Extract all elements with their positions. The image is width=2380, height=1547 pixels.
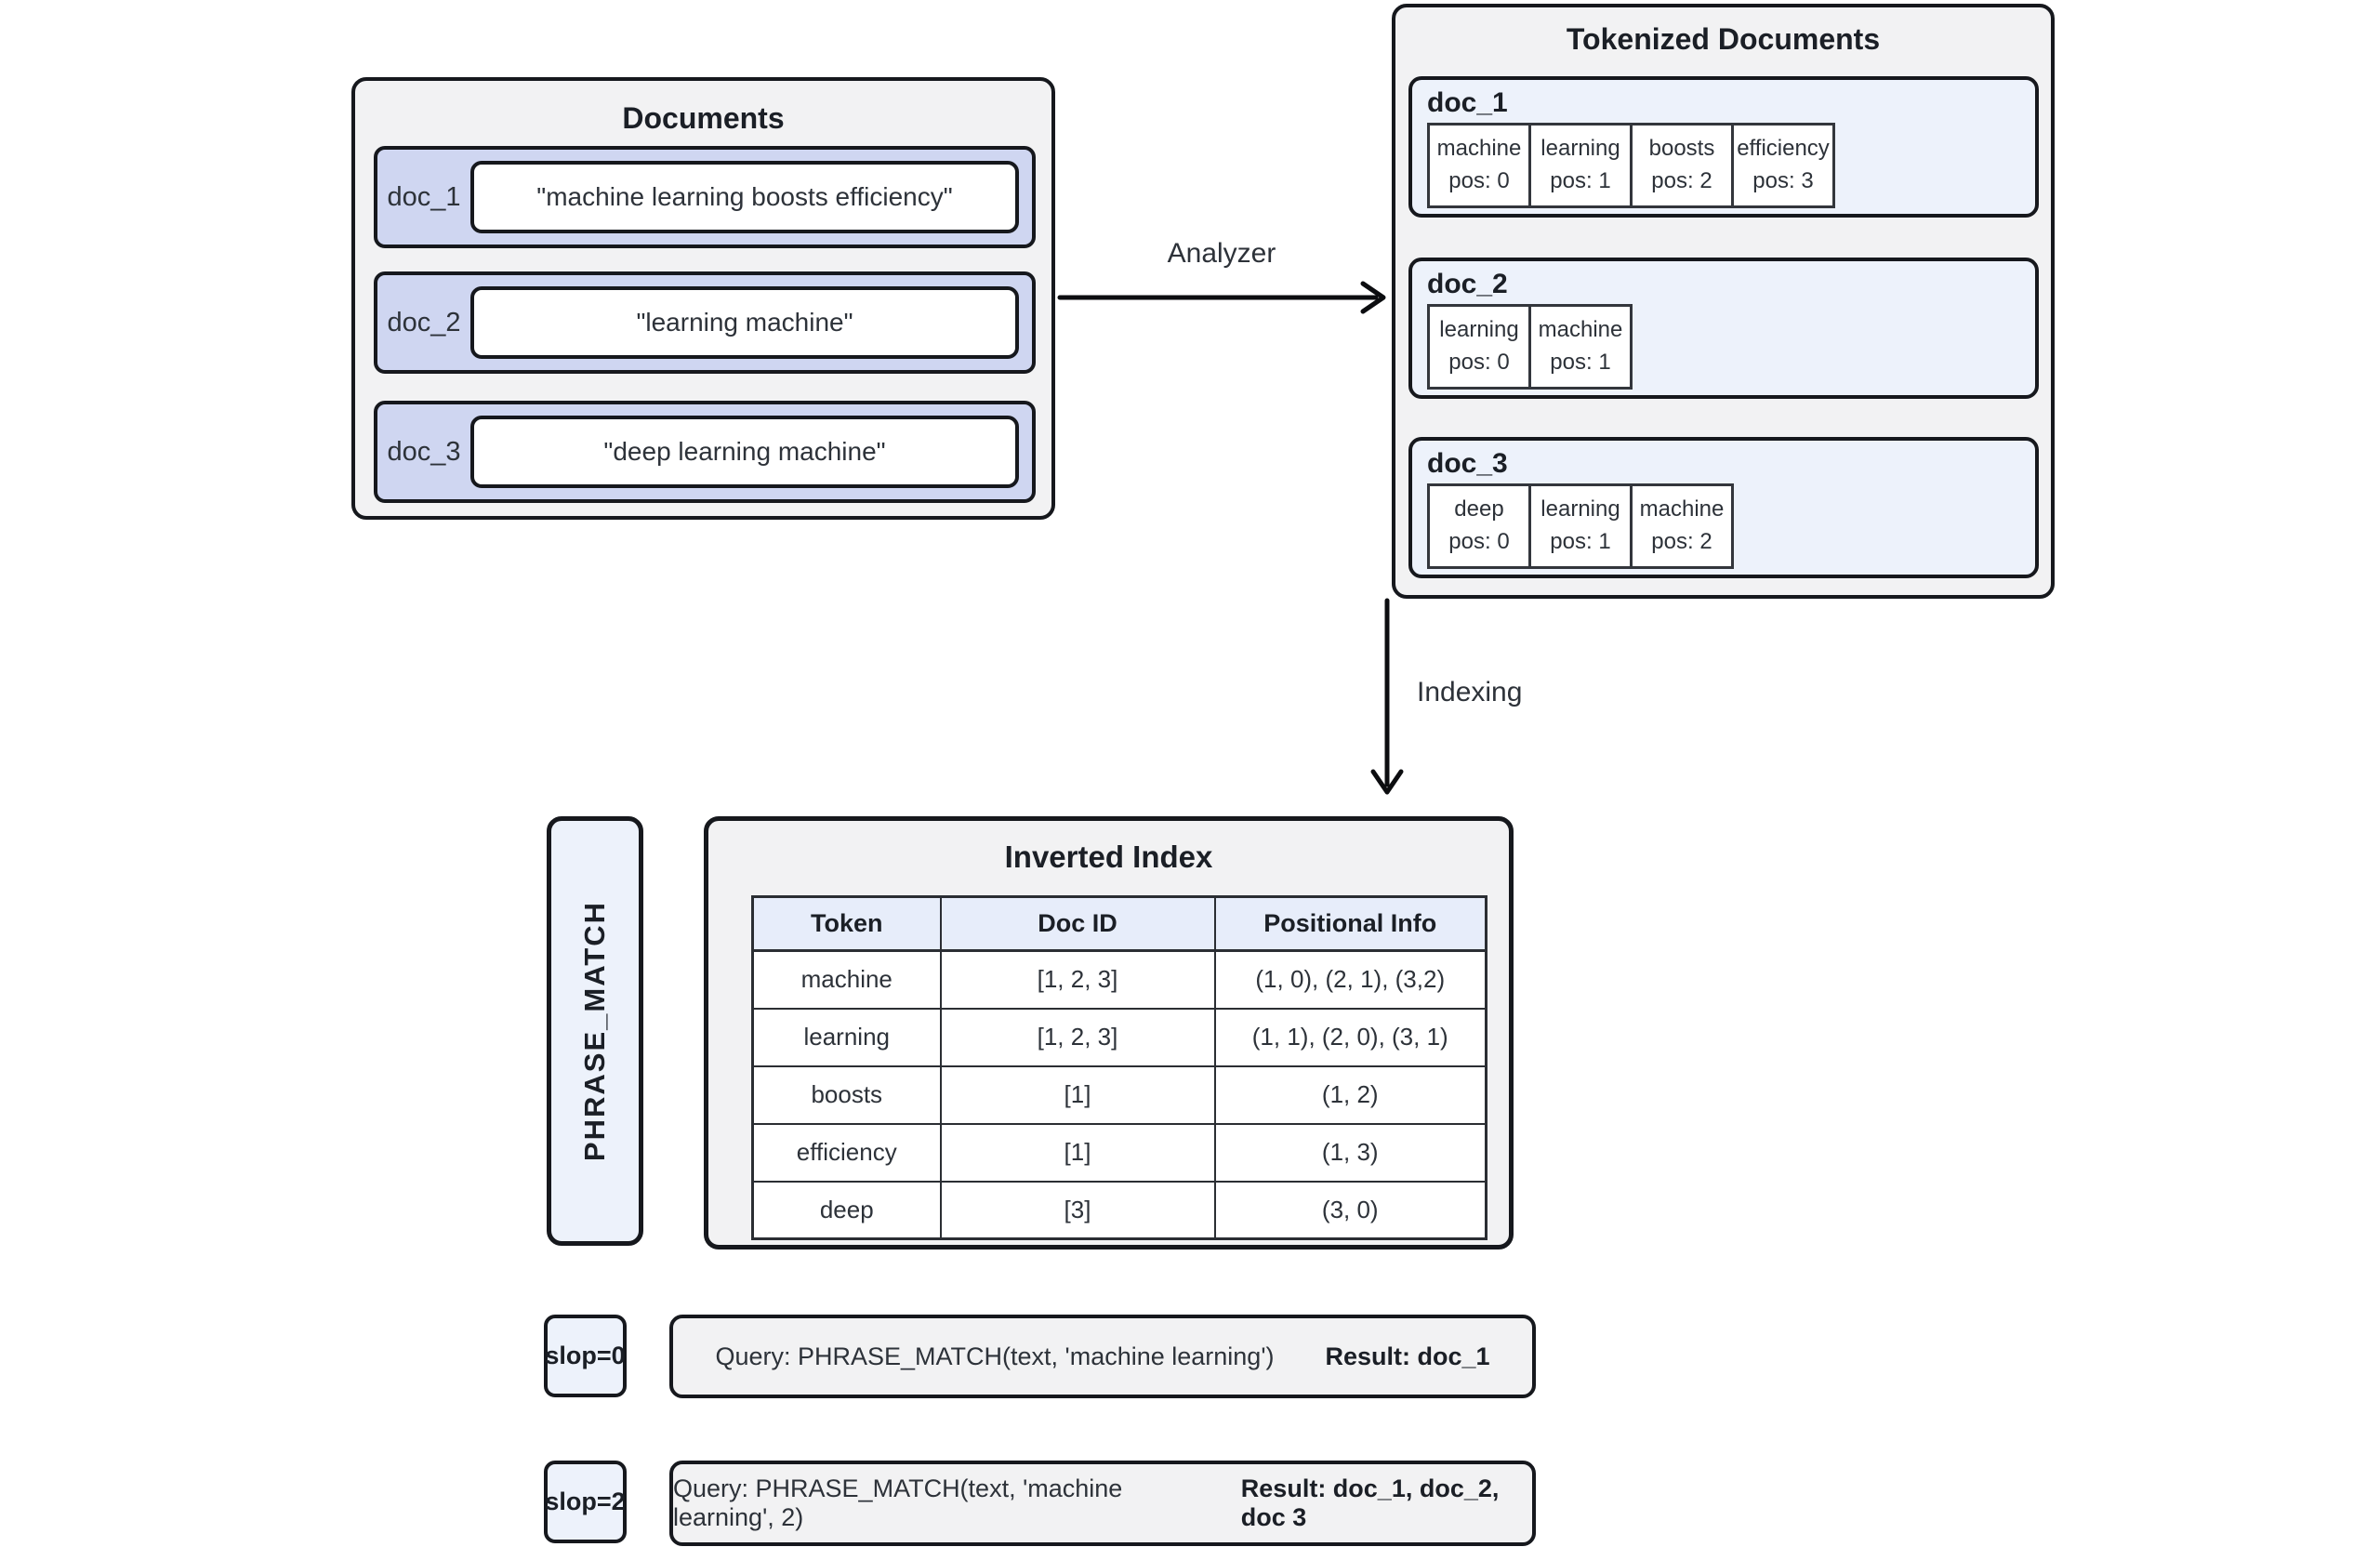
token-text: boosts — [1648, 136, 1715, 162]
tokenized-doc-1: doc_1 machine pos: 0 learning pos: 1 boo… — [1408, 76, 2039, 218]
query-result: Result: doc_1, doc_2, doc 3 — [1240, 1474, 1500, 1531]
token-cell: learning pos: 0 — [1427, 304, 1531, 390]
slop-0-chip: slop=0 — [544, 1315, 627, 1397]
indexing-arrow-icon — [1370, 598, 1404, 795]
token-text: efficiency — [1737, 136, 1830, 162]
token-pos: pos: 1 — [1550, 529, 1611, 554]
token-cells: learning pos: 0 machine pos: 1 — [1427, 304, 2020, 390]
slop-2-chip: slop=2 — [544, 1461, 627, 1543]
token-cells: deep pos: 0 learning pos: 1 machine pos:… — [1427, 483, 2020, 569]
token-text: learning — [1540, 136, 1620, 162]
cell-token: boosts — [751, 1064, 942, 1125]
tokenized-doc-id: doc_1 — [1427, 87, 1508, 118]
query-box-slop-0: Query: PHRASE_MATCH(text, 'machine learn… — [669, 1315, 1536, 1398]
token-pos: pos: 1 — [1550, 168, 1611, 193]
token-pos: pos: 0 — [1448, 168, 1510, 193]
token-cell: machine pos: 2 — [1630, 483, 1734, 569]
document-row-doc-3: doc_3 "deep learning machine" — [374, 401, 1036, 503]
document-row-doc-2: doc_2 "learning machine" — [374, 271, 1036, 374]
cell-positional: (1, 0), (2, 1), (3,2) — [1213, 949, 1488, 1010]
token-text: machine — [1639, 496, 1725, 522]
token-pos: pos: 2 — [1651, 168, 1712, 193]
cell-positional: (1, 1), (2, 0), (3, 1) — [1213, 1007, 1488, 1067]
documents-panel-title: Documents — [622, 101, 785, 135]
inverted-index-table: Token Doc ID Positional Info machine [1,… — [751, 895, 1488, 1240]
cell-token: efficiency — [751, 1122, 942, 1183]
tokenized-panel-title: Tokenized Documents — [1566, 22, 1881, 56]
indexing-arrow-label: Indexing — [1417, 677, 1523, 707]
tokenized-documents-panel: Tokenized Documents doc_1 machine pos: 0… — [1392, 4, 2055, 599]
cell-token: learning — [751, 1007, 942, 1067]
doc-text-box: "machine learning boosts efficiency" — [470, 161, 1019, 233]
token-pos: pos: 3 — [1752, 168, 1814, 193]
query-text: Query: PHRASE_MATCH(text, 'machine learn… — [673, 1474, 1123, 1531]
cell-positional: (1, 3) — [1213, 1122, 1488, 1183]
token-cell: boosts pos: 2 — [1630, 123, 1734, 208]
token-pos: pos: 0 — [1448, 529, 1510, 554]
header-doc-id: Doc ID — [939, 895, 1216, 952]
cell-doc-id: [1] — [939, 1064, 1216, 1125]
cell-token: machine — [751, 949, 942, 1010]
analyzer-arrow-icon — [1057, 281, 1386, 314]
tokenized-doc-3: doc_3 deep pos: 0 learning pos: 1 machin… — [1408, 437, 2039, 578]
token-cell: learning pos: 1 — [1528, 123, 1633, 208]
token-pos: pos: 0 — [1448, 350, 1510, 375]
doc-id-label: doc_3 — [387, 436, 461, 467]
inverted-index-title: Inverted Index — [1004, 840, 1213, 874]
cell-doc-id: [1, 2, 3] — [939, 949, 1216, 1010]
analyzer-arrow-label: Analyzer — [1167, 238, 1276, 269]
table-row: machine [1, 2, 3] (1, 0), (2, 1), (3,2) — [751, 949, 1488, 1010]
token-cells: machine pos: 0 learning pos: 1 boosts po… — [1427, 123, 2020, 208]
tokenized-doc-2: doc_2 learning pos: 0 machine pos: 1 — [1408, 258, 2039, 399]
token-text: learning — [1540, 496, 1620, 522]
token-cell: efficiency pos: 3 — [1731, 123, 1835, 208]
tokenized-doc-id: doc_3 — [1427, 448, 1508, 479]
token-text: learning — [1439, 317, 1519, 343]
cell-positional: (3, 0) — [1213, 1180, 1488, 1240]
document-row-doc-1: doc_1 "machine learning boosts efficienc… — [374, 146, 1036, 248]
token-cell: deep pos: 0 — [1427, 483, 1531, 569]
cell-positional: (1, 2) — [1213, 1064, 1488, 1125]
inverted-index-panel: Inverted Index Token Doc ID Positional I… — [704, 816, 1514, 1250]
query-text: Query: PHRASE_MATCH(text, 'machine learn… — [715, 1342, 1275, 1370]
slop-0-label: slop=0 — [545, 1342, 626, 1369]
token-text: deep — [1454, 496, 1504, 522]
token-cell: machine pos: 1 — [1528, 304, 1633, 390]
table-header-row: Token Doc ID Positional Info — [751, 895, 1488, 952]
doc-text: "learning machine" — [636, 308, 853, 337]
documents-panel: Documents doc_1 "machine learning boosts… — [351, 77, 1055, 520]
token-text: machine — [1538, 317, 1623, 343]
slop-2-label: slop=2 — [545, 1488, 626, 1515]
doc-text-box: "deep learning machine" — [470, 416, 1019, 488]
doc-text: "deep learning machine" — [603, 437, 886, 466]
query-box-slop-2: Query: PHRASE_MATCH(text, 'machine learn… — [669, 1461, 1536, 1546]
doc-text: "machine learning boosts efficiency" — [536, 182, 953, 211]
header-positional-info: Positional Info — [1213, 895, 1488, 952]
doc-id-label: doc_1 — [387, 181, 461, 212]
cell-doc-id: [1] — [939, 1122, 1216, 1183]
phrase-match-box: PHRASE_MATCH — [547, 816, 643, 1246]
table-row: boosts [1] (1, 2) — [751, 1064, 1488, 1125]
token-pos: pos: 2 — [1651, 529, 1712, 554]
cell-doc-id: [1, 2, 3] — [939, 1007, 1216, 1067]
token-cell: learning pos: 1 — [1528, 483, 1633, 569]
token-cell: machine pos: 0 — [1427, 123, 1531, 208]
phrase-match-label: PHRASE_MATCH — [578, 900, 611, 1162]
doc-text-box: "learning machine" — [470, 286, 1019, 359]
table-row: deep [3] (3, 0) — [751, 1180, 1488, 1240]
table-row: efficiency [1] (1, 3) — [751, 1122, 1488, 1183]
cell-token: deep — [751, 1180, 942, 1240]
query-result: Result: doc_1 — [1325, 1342, 1490, 1370]
cell-doc-id: [3] — [939, 1180, 1216, 1240]
token-pos: pos: 1 — [1550, 350, 1611, 375]
token-text: machine — [1436, 136, 1522, 162]
table-row: learning [1, 2, 3] (1, 1), (2, 0), (3, 1… — [751, 1007, 1488, 1067]
doc-id-label: doc_2 — [387, 307, 461, 337]
tokenized-doc-id: doc_2 — [1427, 269, 1508, 299]
header-token: Token — [751, 895, 942, 952]
